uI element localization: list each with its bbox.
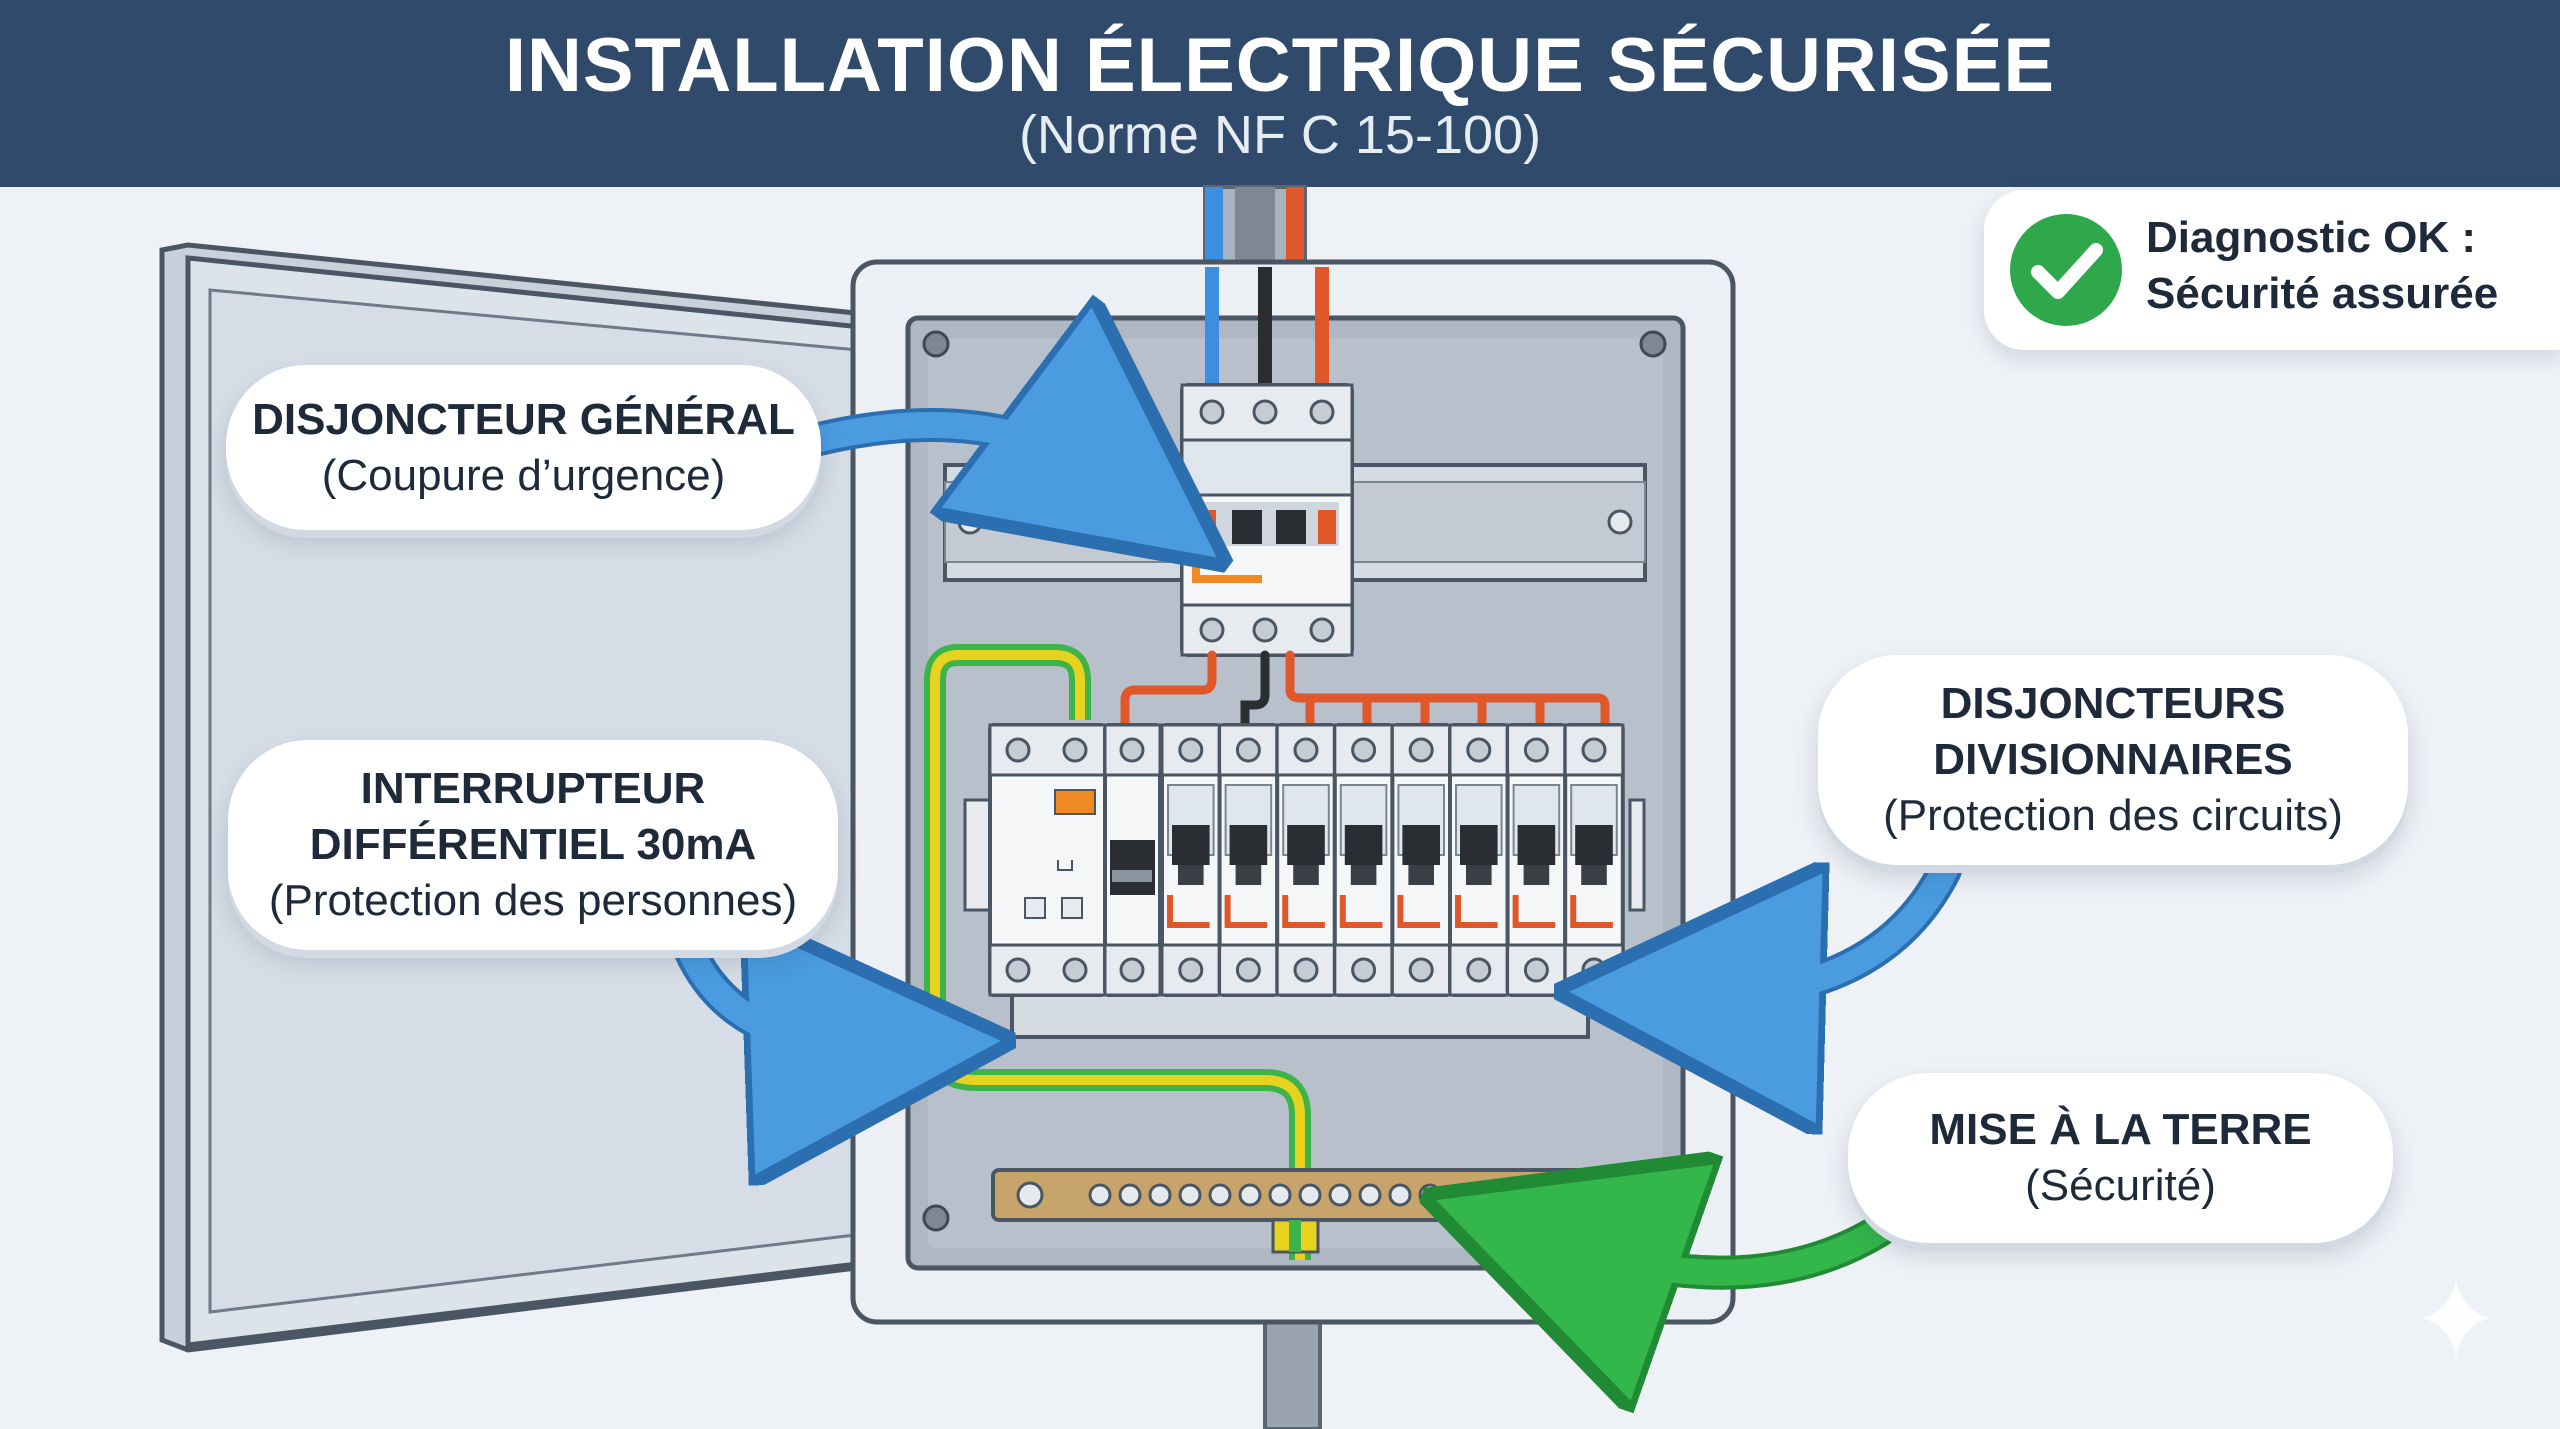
branch-breaker bbox=[1332, 723, 1395, 997]
callout-rcd-sub: (Protection des personnes) bbox=[268, 876, 798, 925]
page-subtitle: (Norme NF C 15-100) bbox=[1018, 105, 1542, 165]
earth-screw bbox=[1088, 1183, 1112, 1207]
rail-end-stop bbox=[1628, 798, 1646, 912]
branch-breaker bbox=[1505, 723, 1568, 997]
callout-grounding-title: MISE À LA TERRE bbox=[1929, 1105, 2312, 1154]
bottom-conduit bbox=[1263, 1320, 1322, 1429]
callout-main-breaker: DISJONCTEUR GÉNÉRAL (Coupure d’urgence) bbox=[226, 365, 821, 530]
callout-main-breaker-title: DISJONCTEUR GÉNÉRAL bbox=[252, 394, 795, 444]
branch-breaker bbox=[1563, 723, 1625, 997]
screw-icon bbox=[1639, 330, 1667, 358]
header-banner: INSTALLATION ÉLECTRIQUE SÉCURISÉE (Norme… bbox=[0, 0, 2560, 187]
branch-breakers bbox=[1160, 723, 1625, 997]
sparkle-icon bbox=[2422, 1278, 2490, 1358]
earth-screw bbox=[1388, 1183, 1412, 1207]
callout-rcd: INTERRUPTEUR DIFFÉRENTIEL 30mA (Protecti… bbox=[228, 740, 838, 950]
screw-icon bbox=[922, 1204, 950, 1232]
screw-icon bbox=[922, 330, 950, 358]
earth-screw bbox=[1418, 1183, 1442, 1207]
branch-breaker bbox=[1275, 723, 1337, 997]
callout-rcd-title-2: DIFFÉRENTIEL 30mA bbox=[309, 820, 757, 869]
status-line-2: Sécurité assurée bbox=[2146, 269, 2499, 318]
callout-arrows bbox=[673, 425, 1962, 1273]
earth-screw bbox=[1478, 1183, 1502, 1207]
branch-breaker bbox=[1390, 723, 1453, 997]
branch-breaker bbox=[1160, 723, 1222, 997]
callout-branch-breakers: DISJONCTEURS DIVISIONNAIRES (Protection … bbox=[1818, 655, 2408, 865]
branch-breaker bbox=[1448, 723, 1510, 997]
branch-breaker bbox=[1217, 723, 1280, 997]
page-title: INSTALLATION ÉLECTRIQUE SÉCURISÉE bbox=[504, 23, 2056, 108]
earth-screw bbox=[1328, 1183, 1352, 1207]
callout-grounding: MISE À LA TERRE (Sécurité) bbox=[1848, 1073, 2393, 1243]
check-circle-icon bbox=[2010, 214, 2122, 326]
earth-screw bbox=[1268, 1183, 1292, 1207]
earth-screw bbox=[1448, 1183, 1472, 1207]
earth-screw bbox=[1208, 1183, 1232, 1207]
screw-icon bbox=[1639, 1204, 1667, 1232]
callout-rcd-title-1: INTERRUPTEUR bbox=[360, 764, 706, 813]
status-line-1: Diagnostic OK : bbox=[2146, 213, 2477, 262]
main-breaker bbox=[1180, 383, 1354, 657]
callout-branch-breakers-title-2: DIVISIONNAIRES bbox=[1933, 735, 2293, 784]
diagnostic-status-badge: Diagnostic OK : Sécurité assurée bbox=[1984, 190, 2560, 350]
callout-branch-breakers-title-1: DISJONCTEURS bbox=[1940, 679, 2286, 728]
callout-main-breaker-sub: (Coupure d’urgence) bbox=[321, 450, 726, 500]
earth-screw bbox=[1298, 1183, 1322, 1207]
callout-grounding-sub: (Sécurité) bbox=[2025, 1161, 2216, 1210]
distribution-wires bbox=[1120, 650, 1610, 730]
earth-screw bbox=[1148, 1183, 1172, 1207]
earth-screw bbox=[1178, 1183, 1202, 1207]
earth-screw bbox=[1358, 1183, 1382, 1207]
rcd-module bbox=[963, 723, 1162, 997]
top-conduit bbox=[1203, 185, 1307, 269]
earth-screw bbox=[1238, 1183, 1262, 1207]
earth-screw bbox=[1118, 1183, 1142, 1207]
callout-branch-breakers-sub: (Protection des circuits) bbox=[1883, 791, 2343, 840]
